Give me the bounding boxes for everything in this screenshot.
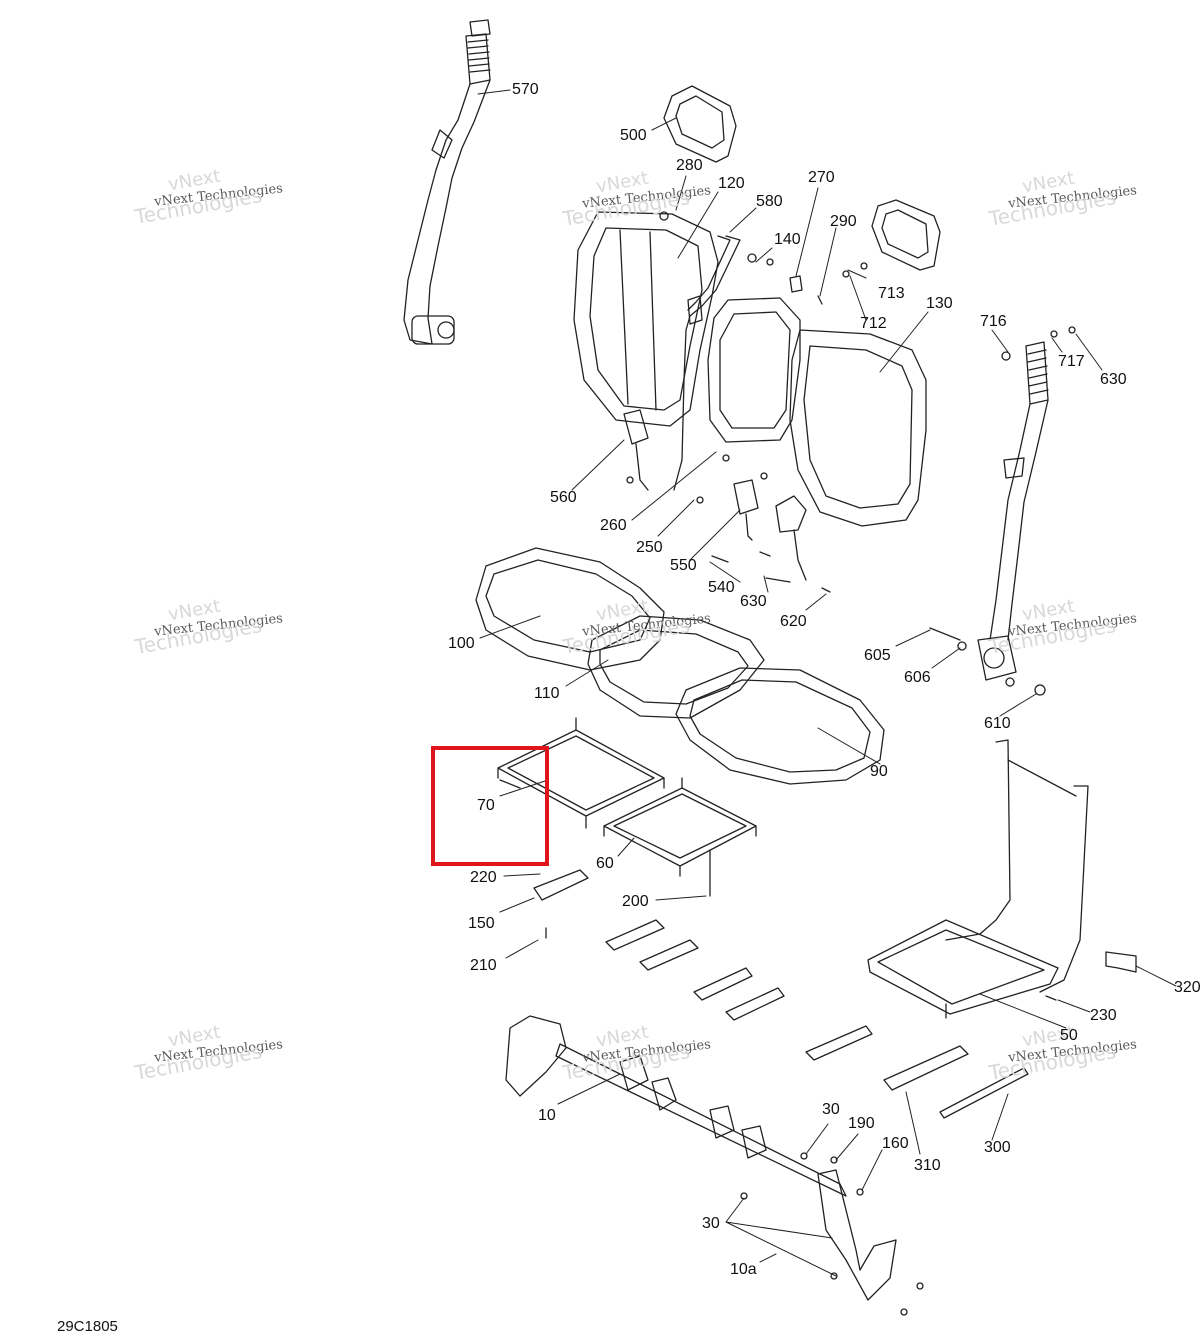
part-label-310[interactable]: 310 xyxy=(914,1157,941,1174)
watermark: vNext vNext Technologies Technologies xyxy=(560,595,712,659)
part-label-540[interactable]: 540 xyxy=(708,579,735,596)
watermark: vNext vNext Technologies Technologies xyxy=(132,1021,284,1085)
leader-lines xyxy=(477,89,1177,1277)
watermark: vNext vNext Technologies Technologies xyxy=(132,165,284,229)
highlight-box xyxy=(431,746,549,866)
part-label-120[interactable]: 120 xyxy=(718,175,745,192)
watermark: vNext vNext Technologies Technologies xyxy=(986,1021,1138,1085)
part-label-260[interactable]: 260 xyxy=(600,517,627,534)
small-hardware-top xyxy=(659,211,1076,361)
part-label-580[interactable]: 580 xyxy=(756,193,783,210)
part-label-150[interactable]: 150 xyxy=(468,915,495,932)
part-label-210[interactable]: 210 xyxy=(470,957,497,974)
part-label-50[interactable]: 50 xyxy=(1060,1027,1078,1044)
base-frame-10[interactable] xyxy=(505,1015,924,1316)
part-label-140[interactable]: 140 xyxy=(774,231,801,248)
part-label-716[interactable]: 716 xyxy=(980,313,1007,330)
buckle-center[interactable] xyxy=(733,479,759,541)
left-shoulder-belt[interactable] xyxy=(403,19,491,345)
part-label-280[interactable]: 280 xyxy=(676,157,703,174)
part-label-550[interactable]: 550 xyxy=(670,557,697,574)
seat-frame-70[interactable] xyxy=(497,717,665,829)
backrest-middle[interactable] xyxy=(707,297,801,443)
part-label-10[interactable]: 10 xyxy=(538,1107,556,1124)
part-label-220[interactable]: 220 xyxy=(470,869,497,886)
part-label-230[interactable]: 230 xyxy=(1090,1007,1117,1024)
part-label-570[interactable]: 570 xyxy=(512,81,539,98)
part-label-605[interactable]: 605 xyxy=(864,647,891,664)
part-label-10a[interactable]: 10a xyxy=(730,1261,757,1278)
part-label-100[interactable]: 100 xyxy=(448,635,475,652)
watermark: vNext vNext Technologies Technologies xyxy=(986,167,1138,231)
part-label-630-buckle[interactable]: 630 xyxy=(740,593,767,610)
seat-cushion-left[interactable] xyxy=(475,547,665,671)
part-label-190[interactable]: 190 xyxy=(848,1115,875,1132)
bracket-320[interactable] xyxy=(1105,951,1137,973)
part-label-70[interactable]: 70 xyxy=(477,797,495,814)
part-label-560[interactable]: 560 xyxy=(550,489,577,506)
figure-code: 29C1805 xyxy=(57,1318,118,1335)
part-label-630-top[interactable]: 630 xyxy=(1100,371,1127,388)
part-label-300[interactable]: 300 xyxy=(984,1139,1011,1156)
center-strap[interactable] xyxy=(673,235,741,491)
part-label-500[interactable]: 500 xyxy=(620,127,647,144)
part-label-270[interactable]: 270 xyxy=(808,169,835,186)
part-label-60[interactable]: 60 xyxy=(596,855,614,872)
part-label-290[interactable]: 290 xyxy=(830,213,857,230)
seat-cushion-middle[interactable] xyxy=(587,615,765,719)
buckle-right[interactable] xyxy=(696,454,831,593)
part-label-620[interactable]: 620 xyxy=(780,613,807,630)
watermark: vNext vNext Technologies Technologies xyxy=(986,595,1138,659)
part-label-717[interactable]: 717 xyxy=(1058,353,1085,370)
backrest-right[interactable] xyxy=(789,329,927,527)
headrest-left[interactable] xyxy=(663,85,737,163)
part-label-130[interactable]: 130 xyxy=(926,295,953,312)
part-label-160[interactable]: 160 xyxy=(882,1135,909,1152)
part-label-30-top[interactable]: 30 xyxy=(822,1101,840,1118)
buckle-left[interactable] xyxy=(623,409,649,491)
part-label-90[interactable]: 90 xyxy=(870,763,888,780)
part-label-200[interactable]: 200 xyxy=(622,893,649,910)
part-label-606[interactable]: 606 xyxy=(904,669,931,686)
watermark: vNext vNext Technologies Technologies xyxy=(132,595,284,659)
backrest-left[interactable] xyxy=(573,211,719,427)
part-label-30-bottom[interactable]: 30 xyxy=(702,1215,720,1232)
slide-rails[interactable] xyxy=(533,869,1029,1119)
part-label-250[interactable]: 250 xyxy=(636,539,663,556)
part-label-713[interactable]: 713 xyxy=(878,285,905,302)
part-label-320[interactable]: 320 xyxy=(1174,979,1200,996)
watermark: vNext vNext Technologies Technologies xyxy=(560,1021,712,1085)
bolt-605[interactable] xyxy=(929,627,967,651)
seat-frame-60[interactable] xyxy=(603,777,757,897)
rear-frame-50[interactable] xyxy=(867,739,1089,1019)
pin-230 xyxy=(1045,995,1057,1001)
seat-cushion-right[interactable] xyxy=(675,667,885,785)
part-label-610[interactable]: 610 xyxy=(984,715,1011,732)
headrest-right[interactable] xyxy=(871,199,941,271)
part-label-110[interactable]: 110 xyxy=(534,685,560,702)
part-label-712[interactable]: 712 xyxy=(860,315,887,332)
right-shoulder-belt[interactable] xyxy=(977,341,1049,696)
